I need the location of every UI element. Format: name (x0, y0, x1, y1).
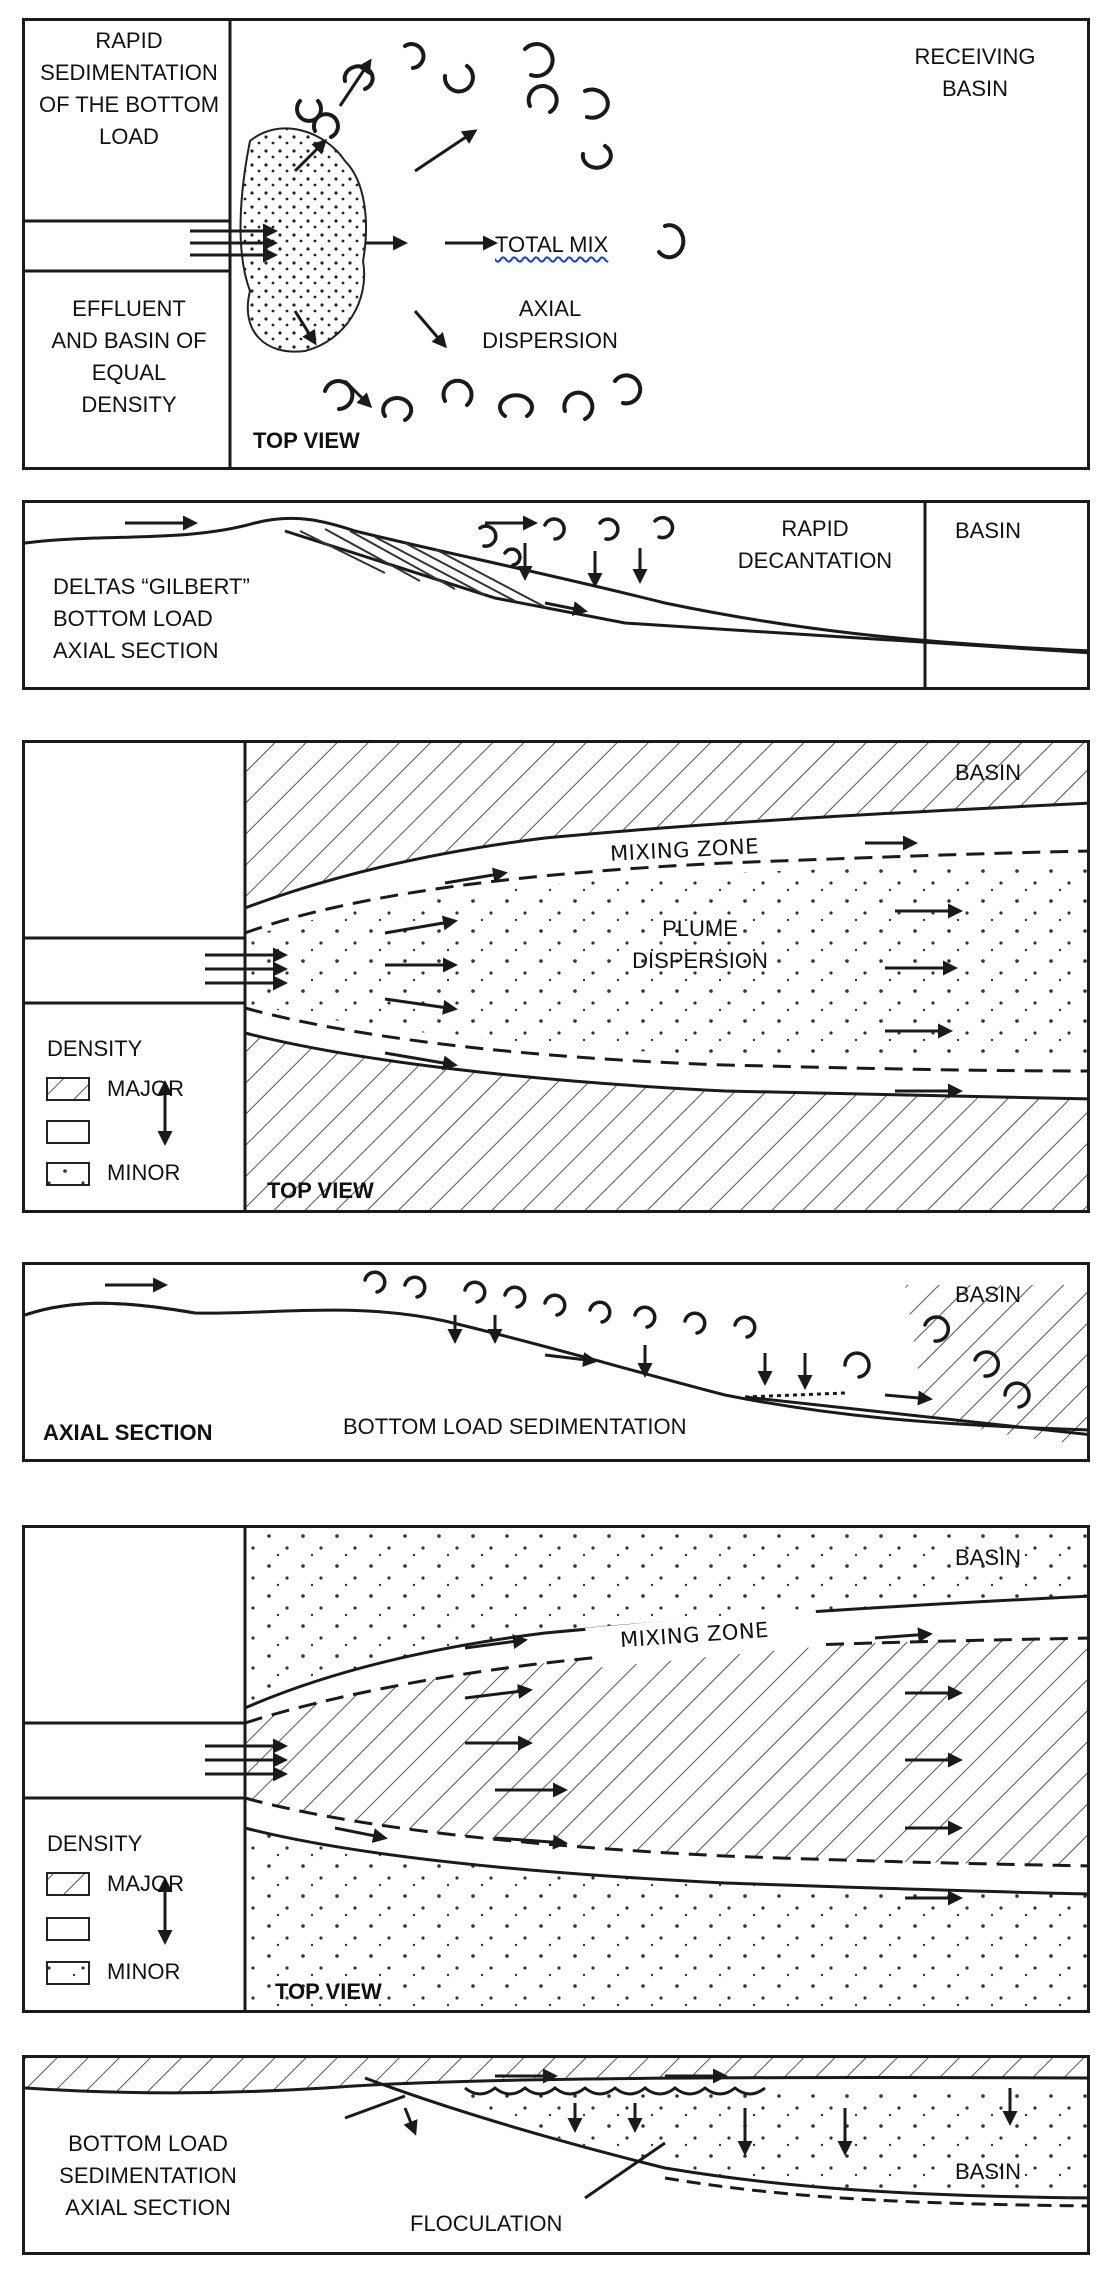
sediment-blob (239, 127, 367, 353)
panel-floculation-axial-section: BOTTOM LOAD SEDIMENTATION AXIAL SECTION … (22, 2055, 1090, 2255)
label-basin: BASIN (955, 1545, 1022, 1570)
label-axial-dispersion: AXIAL DISPERSION (482, 296, 618, 353)
panel-bottom-load-axial-section: AXIAL SECTION BOTTOM LOAD SEDIMENTATION … (22, 1262, 1090, 1462)
label-total-mix: TOTAL MIX (495, 229, 608, 261)
legend-density-title: DENSITY (47, 1036, 143, 1061)
label-bottom-load-sedimentation: BOTTOM LOAD SEDIMENTATION (343, 1414, 687, 1439)
floc-waves (464, 2086, 766, 2096)
inlet-arrows (190, 223, 278, 263)
legend-minor: MINOR (107, 1160, 181, 1185)
label-rapid-decantation: RAPID DECANTATION (737, 516, 893, 573)
flow-arrows (205, 835, 963, 1099)
foreset-beds (299, 528, 546, 608)
label-basin: BASIN (955, 1282, 1022, 1307)
label-basin: BASIN (955, 2159, 1022, 2184)
panel-gilbert-axial-section: DELTAS “GILBERT” BOTTOM LOAD AXIAL SECTI… (22, 500, 1090, 690)
eddies (478, 515, 675, 567)
label-basin: BASIN (955, 760, 1022, 785)
label-receiving-basin: RECEIVING BASIN (914, 44, 1036, 101)
flocs-dots (445, 2093, 1087, 2198)
dots-top (245, 1528, 1087, 1708)
flow-arrows (105, 1277, 933, 1406)
flow-arrows (125, 515, 648, 617)
label-top-view: TOP VIEW (275, 1979, 382, 2004)
legend-minor: MINOR (107, 1959, 181, 1984)
panel1-drawing (25, 21, 686, 467)
panel6-drawing (25, 2058, 1087, 2208)
label-top-view: TOP VIEW (253, 428, 360, 453)
eddies (295, 42, 686, 422)
label-deltas-gilbert: DELTAS “GILBERT” BOTTOM LOAD AXIAL SECTI… (53, 571, 250, 667)
label-top-view: TOP VIEW (267, 1178, 374, 1203)
flow-arrows (403, 2068, 1018, 2156)
panel5-drawing (25, 1528, 1087, 2010)
legend-density-title: DENSITY (47, 1831, 143, 1856)
panel4-drawing (25, 1270, 1087, 1445)
label-axial-section: AXIAL SECTION (53, 637, 219, 663)
legend-major: MAJOR (107, 1871, 184, 1896)
panel-plume-top-view: BASIN MIXING ZONE PLUME DISPERSION DENSI… (22, 740, 1090, 1213)
label-basin: BASIN (955, 518, 1022, 543)
label-axial-section: AXIAL SECTION (43, 1420, 213, 1445)
hatch-bottom (245, 1033, 1087, 1210)
label-floculation: FLOCULATION (410, 2211, 563, 2236)
label-bottom-load-sedimentation: BOTTOM LOAD SEDIMENTATION AXIAL SECTION (43, 2128, 253, 2224)
label-axial-section: AXIAL SECTION (65, 2194, 231, 2220)
dots-bottom (245, 1828, 1087, 2010)
panel-mixing-zone-top-view: BASIN MIXING ZONE DENSITY MAJOR MINOR TO… (22, 1525, 1090, 2013)
label-plume-dispersion: PLUME DISPERSION (632, 916, 768, 973)
panel3-drawing (25, 743, 1087, 1210)
hatch-top (245, 743, 1087, 908)
label-effluent-equal-density: EFFLUENT AND BASIN OF EQUAL DENSITY (51, 296, 207, 417)
hatch-right (905, 1285, 1087, 1445)
legend-major: MAJOR (107, 1076, 184, 1101)
panel-total-mix-top-view: RAPID SEDIMENTATION OF THE BOTTOM LOAD E… (22, 18, 1090, 470)
hatch-top (25, 2058, 1087, 2093)
hatch-core (245, 1638, 1087, 1866)
dispersion-arrows (293, 58, 498, 409)
panel2-drawing (25, 503, 1087, 687)
total-mix-text: TOTAL MIX (495, 232, 609, 257)
label-rapid-sedimentation: RAPID SEDIMENTATION OF THE BOTTOM LOAD (38, 28, 220, 149)
flow-arrows (205, 1627, 963, 1906)
eddies (363, 1270, 1031, 1409)
